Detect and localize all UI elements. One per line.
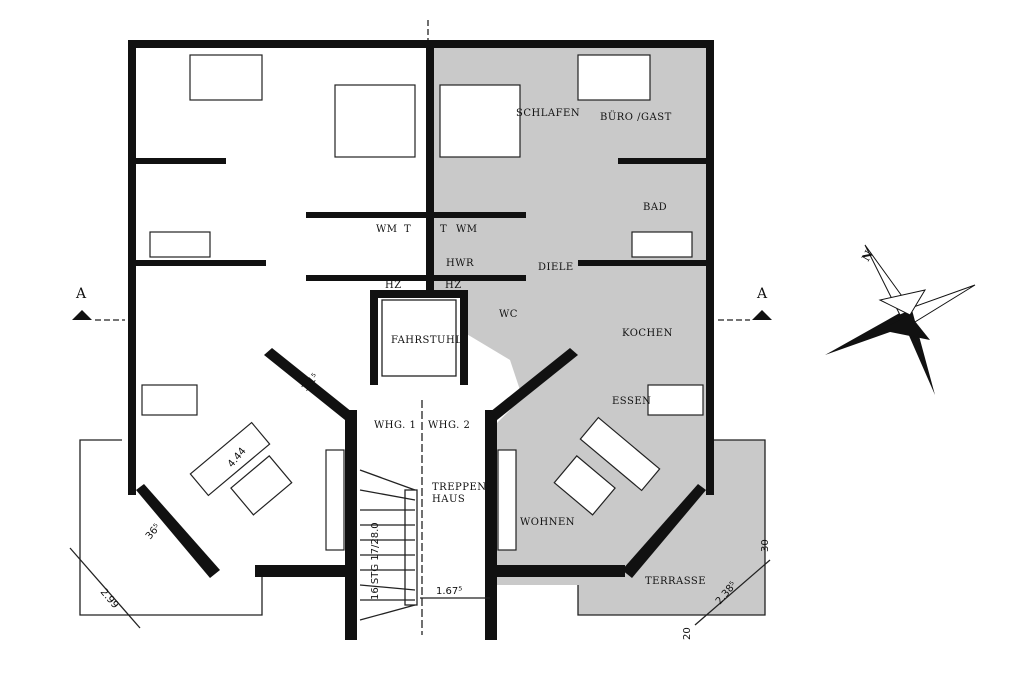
dryer-label-left: T	[404, 224, 411, 235]
section-label-left: A	[75, 286, 87, 302]
room-label-bad: BAD	[643, 202, 667, 213]
left-terrace	[79, 439, 263, 616]
room-label-diele: DIELE	[538, 262, 574, 273]
washer-label-left: WM	[376, 224, 398, 235]
heating-label-left: HZ	[385, 280, 402, 291]
staircase	[359, 20, 429, 635]
stairwell-label-1: TREPPEN-	[432, 482, 490, 493]
room-label-essen: ESSEN	[612, 396, 651, 407]
room-label-wc: WC	[499, 309, 518, 320]
room-label-schlafen: SCHLAFEN	[516, 108, 580, 119]
section-label-right: A	[756, 286, 768, 302]
stairs-label: 16 STG 17/28.0	[370, 522, 381, 600]
dim-stair-width: 1.67⁵	[436, 586, 462, 597]
unit-2-label: WHG. 2	[428, 420, 470, 431]
dryer-label-right: T	[440, 224, 447, 235]
elevator-shaft	[381, 299, 457, 377]
unit-1-label: WHG. 1	[374, 420, 416, 431]
dim-terrace-left: 2.99	[98, 587, 121, 611]
stairwell-label-2: HAUS	[432, 494, 465, 505]
dim-small-right-bottom: 20	[682, 627, 693, 640]
elevator-label: FAHRSTUHL	[391, 335, 462, 346]
washer-label-right: WM	[456, 224, 478, 235]
heating-label-right: HZ	[445, 280, 462, 291]
right-terrace	[577, 439, 766, 616]
furniture	[141, 54, 704, 551]
compass-rose-icon	[825, 244, 976, 395]
dim-corner-left: 36⁵	[144, 522, 163, 542]
room-label-hwr: HWR	[446, 258, 474, 269]
section-marker-right-icon	[752, 310, 772, 320]
dim-small-right-top: 30	[760, 539, 771, 552]
room-label-buero: BÜRO /GAST	[600, 111, 672, 123]
room-label-kochen: KOCHEN	[622, 328, 673, 339]
section-marker-left-icon	[72, 310, 92, 320]
room-label-wohnen: WOHNEN	[520, 517, 575, 528]
room-label-terrasse: TERRASSE	[645, 576, 706, 587]
walls	[128, 40, 714, 640]
